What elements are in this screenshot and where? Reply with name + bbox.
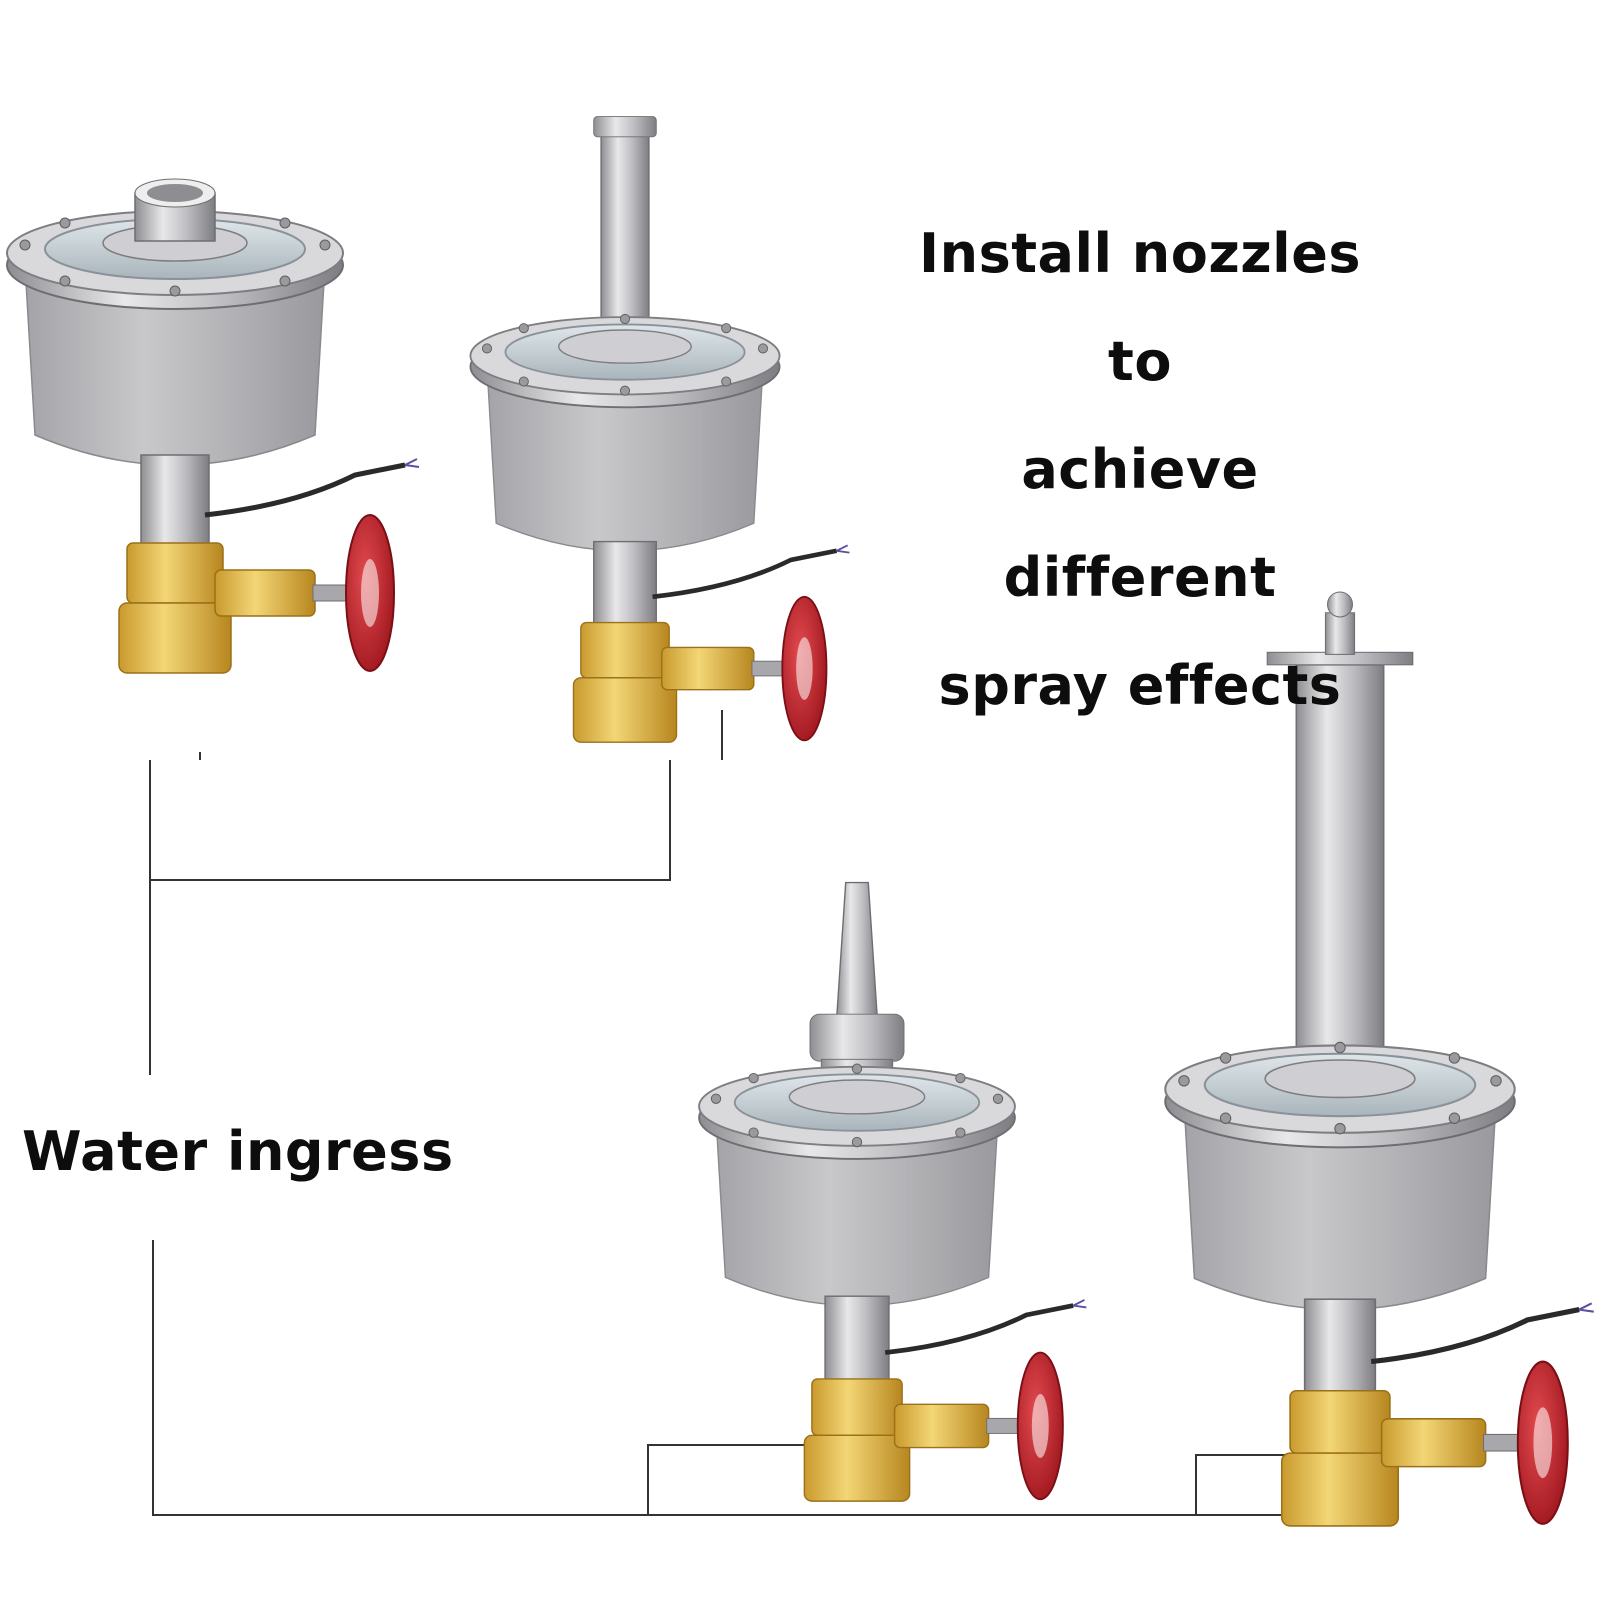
brass-valve-outlet-icon	[1280, 1452, 1400, 1527]
bolt-icon	[1448, 1112, 1461, 1124]
handwheel-hole-icon	[361, 559, 379, 627]
fountain-unit-1	[6, 178, 420, 674]
brass-valve-body-icon	[126, 542, 224, 604]
bolt-icon	[1219, 1112, 1232, 1124]
fountain-unit-4	[1164, 591, 1594, 1527]
pipe-segment	[152, 1240, 1330, 1516]
valve-bonnet-icon	[661, 646, 755, 691]
cable-wires-icon	[836, 544, 850, 554]
bolt-icon	[757, 343, 769, 354]
headline-caption: Install nozzles to achieve different spr…	[880, 200, 1400, 740]
bolt-icon	[319, 239, 331, 251]
inlet-pipe-icon	[593, 540, 657, 626]
bolt-icon	[279, 217, 291, 229]
bolt-icon	[955, 1072, 966, 1084]
bolt-icon	[1448, 1052, 1461, 1064]
pipe-bore-icon	[147, 184, 203, 202]
bolt-icon	[1334, 1041, 1346, 1054]
bolt-icon	[710, 1093, 722, 1104]
center-plate-icon	[1264, 1059, 1416, 1099]
inlet-pipe-icon	[1303, 1298, 1377, 1394]
bolt-icon	[1178, 1075, 1190, 1087]
bolt-icon	[169, 285, 181, 297]
brass-valve-outlet-icon	[118, 602, 232, 674]
pipe-segment	[149, 760, 671, 881]
headline-line-1: Install nozzles to	[919, 222, 1361, 393]
valve-bonnet-icon	[1380, 1418, 1487, 1468]
brass-valve-body-icon	[1289, 1389, 1391, 1454]
bolt-icon	[59, 217, 71, 229]
bolt-icon	[279, 275, 291, 287]
brass-valve-body-icon	[811, 1378, 903, 1437]
cone-jet-nozzle-icon	[835, 881, 879, 1025]
nozzle-tip-icon	[593, 116, 657, 138]
headline-line-2: achieve different	[1003, 438, 1277, 609]
bolt-icon	[1219, 1052, 1232, 1064]
pipe-segment	[1195, 1454, 1310, 1515]
bolt-icon	[955, 1127, 966, 1138]
center-plate-icon	[788, 1079, 926, 1115]
power-cable-icon	[652, 548, 838, 600]
bolt-icon	[851, 1063, 863, 1074]
handwheel-hole-icon	[796, 637, 813, 700]
handwheel-hole-icon	[1031, 1393, 1049, 1458]
headline-line-3: spray effects	[938, 654, 1342, 717]
straight-tube-nozzle-icon	[600, 126, 650, 340]
water-ingress-label: Water ingress	[22, 1120, 454, 1183]
pipe-segment	[647, 1444, 818, 1515]
brass-valve-body-icon	[580, 621, 670, 679]
handwheel-hole-icon	[1533, 1407, 1553, 1479]
cable-wires-icon	[1578, 1302, 1594, 1313]
bolt-icon	[59, 275, 71, 287]
inlet-pipe-icon	[140, 454, 210, 546]
bolt-icon	[721, 376, 732, 387]
bolt-icon	[721, 323, 732, 334]
brass-valve-outlet-icon	[572, 677, 678, 743]
bolt-icon	[851, 1136, 863, 1148]
nozzle-coupling-icon	[809, 1013, 905, 1062]
foam-tube-nozzle-icon	[1295, 664, 1385, 1072]
cable-wires-icon	[1072, 1299, 1087, 1309]
valve-bonnet-icon	[214, 569, 316, 617]
bolt-icon	[992, 1093, 1004, 1104]
valve-bonnet-icon	[893, 1403, 990, 1449]
center-plate-icon	[558, 329, 692, 364]
fountain-unit-3	[698, 881, 1087, 1502]
power-cable-icon	[204, 462, 406, 518]
bolt-icon	[518, 376, 529, 387]
power-cable-icon	[884, 1303, 1074, 1355]
bolt-icon	[619, 313, 631, 325]
inlet-pipe-icon	[824, 1295, 890, 1382]
bolt-icon	[748, 1072, 759, 1084]
fountain-unit-2	[469, 116, 850, 743]
bolt-icon	[481, 343, 493, 354]
bolt-icon	[619, 385, 631, 396]
bolt-icon	[19, 239, 31, 251]
water-pipe-lines	[149, 710, 1330, 1516]
bolt-icon	[1490, 1075, 1502, 1087]
bolt-icon	[748, 1127, 759, 1138]
brass-valve-outlet-icon	[803, 1434, 911, 1502]
power-cable-icon	[1370, 1307, 1580, 1365]
cable-wires-icon	[404, 458, 420, 468]
bolt-icon	[518, 323, 529, 334]
nozzle-ball-icon	[1327, 591, 1353, 618]
bolt-icon	[1334, 1122, 1346, 1135]
